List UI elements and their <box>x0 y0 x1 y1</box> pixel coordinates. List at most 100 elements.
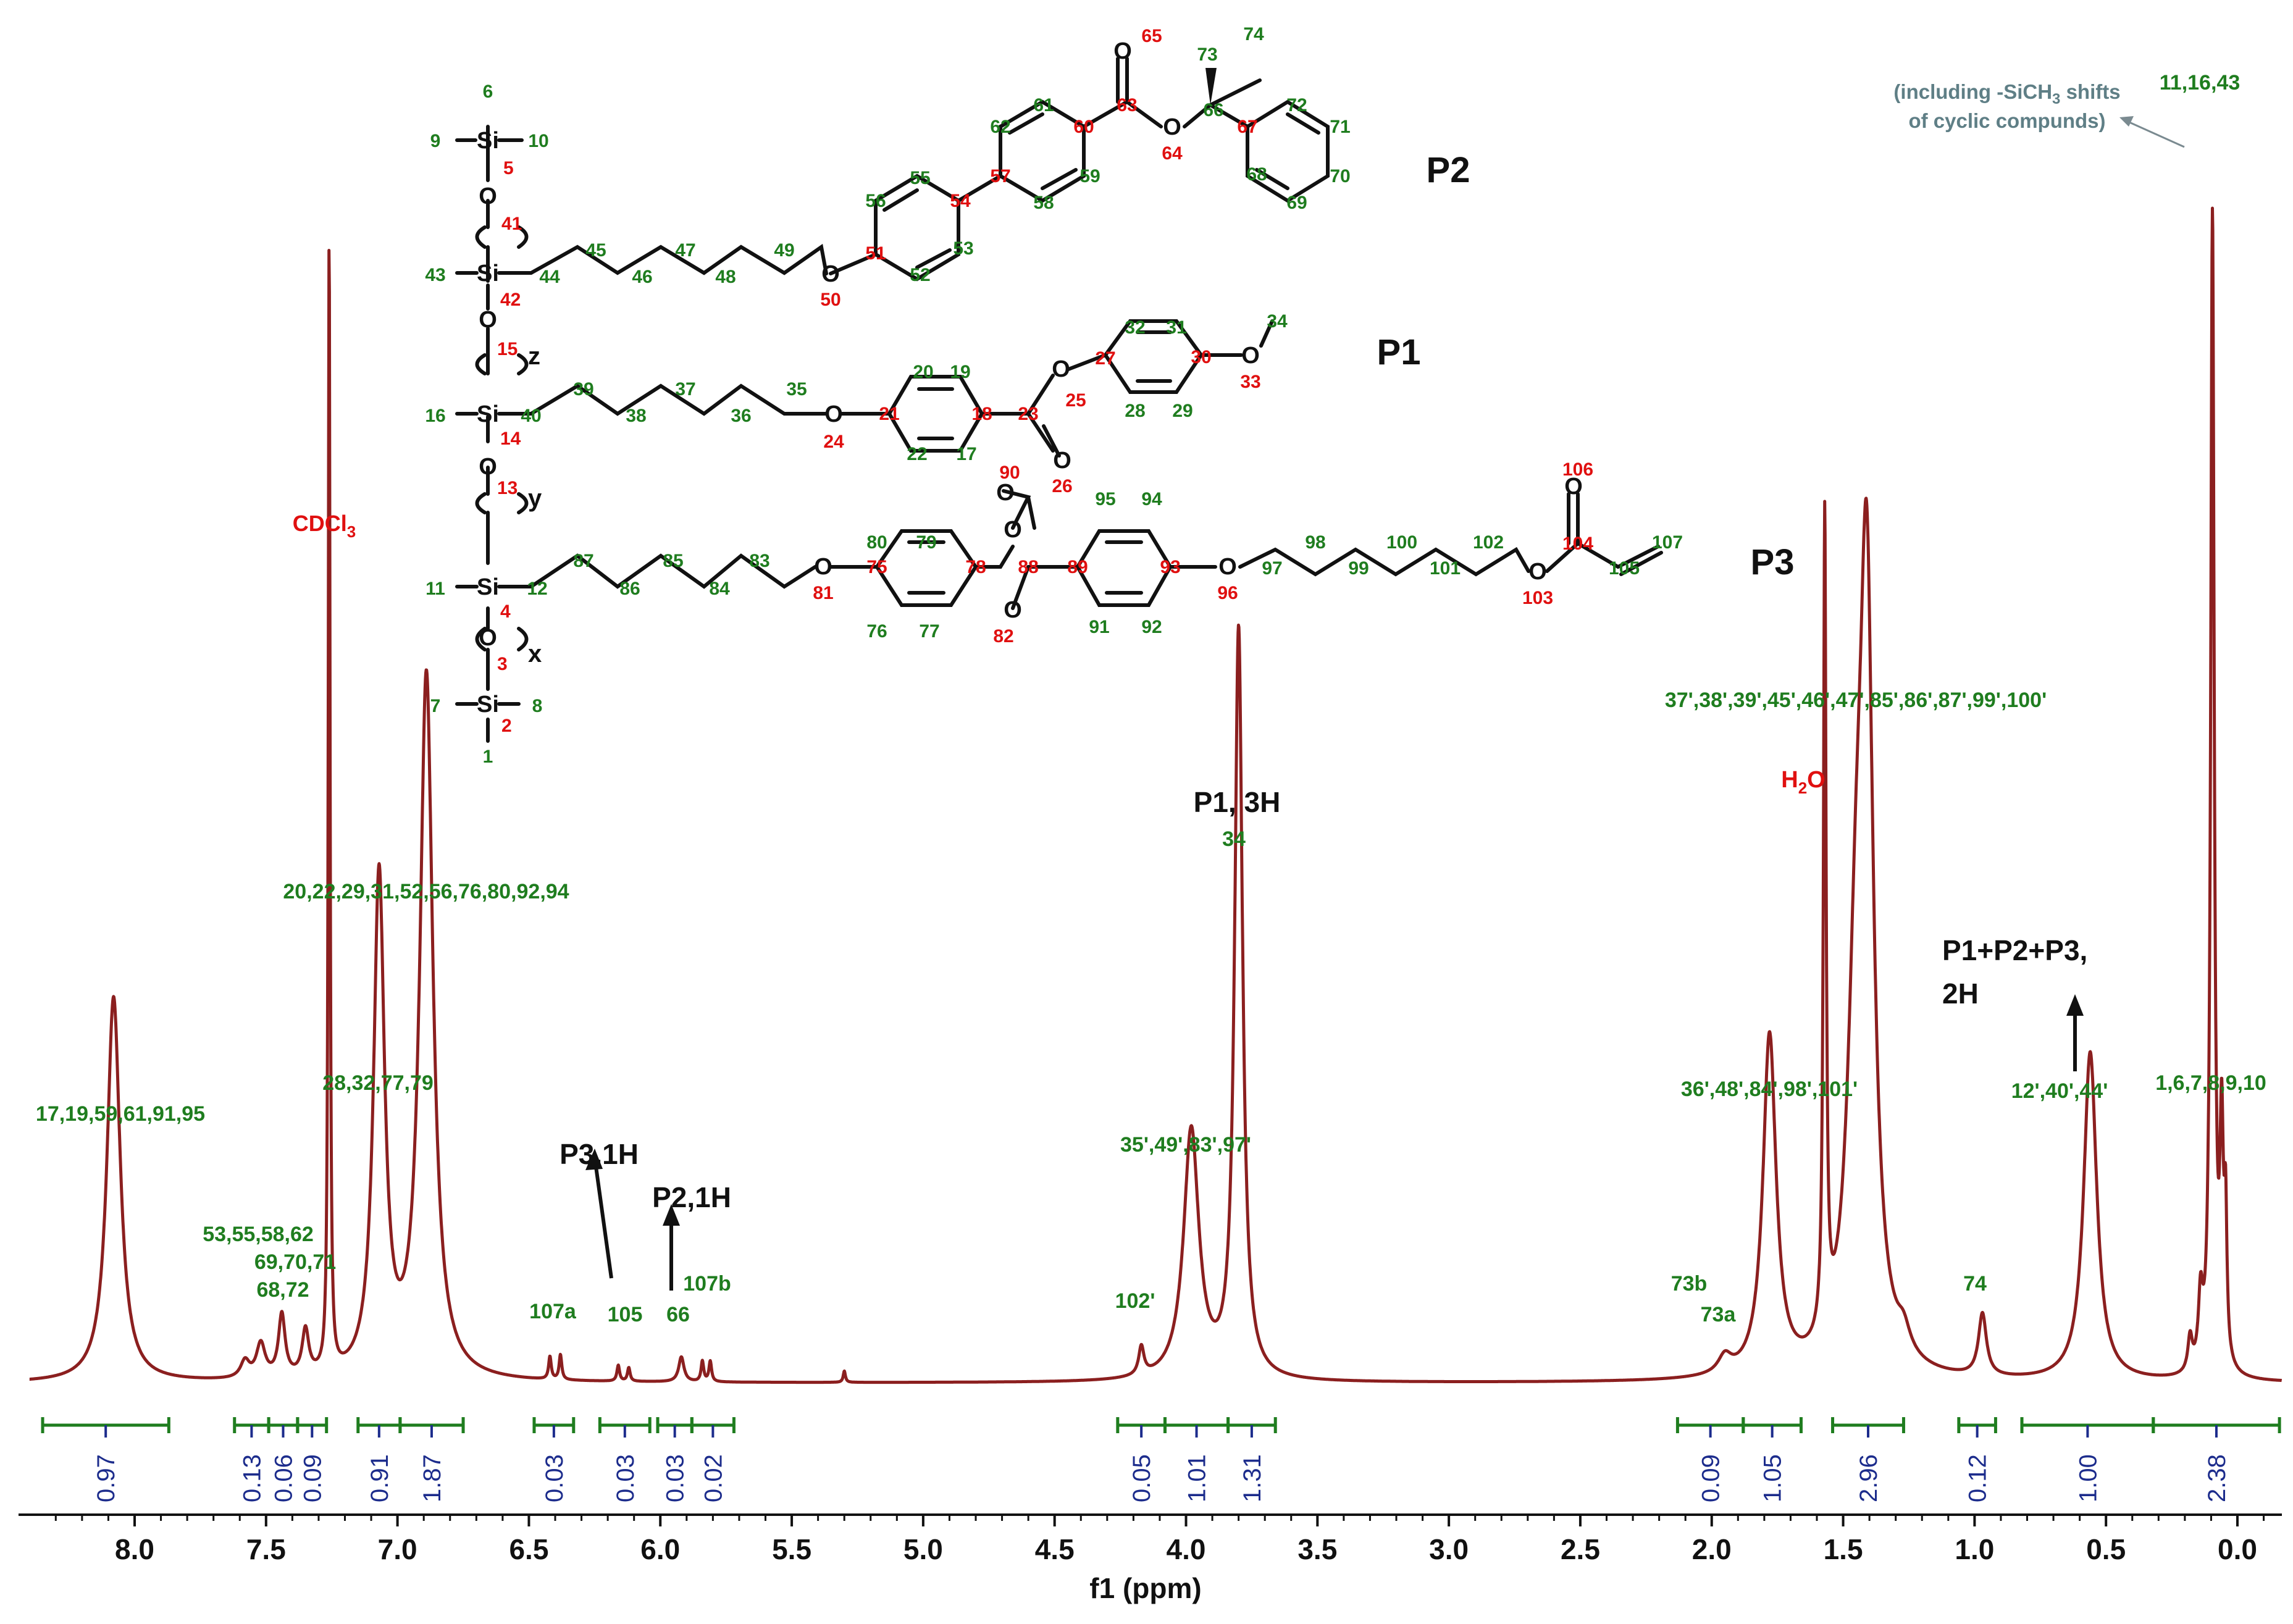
svg-text:52: 52 <box>910 265 930 285</box>
svg-text:58: 58 <box>1033 193 1054 213</box>
svg-text:O: O <box>814 554 832 580</box>
svg-text:z: z <box>528 343 540 370</box>
x-tick-label: 0.0 <box>2218 1533 2257 1565</box>
label-P2: P2 <box>1427 150 1470 190</box>
label-102p: 102' <box>1115 1289 1155 1313</box>
svg-text:86: 86 <box>619 579 640 599</box>
svg-text:26: 26 <box>1052 476 1072 496</box>
svg-text:78: 78 <box>965 557 986 577</box>
integral-value: 0.12 <box>1964 1454 1992 1502</box>
svg-text:Si: Si <box>477 261 499 287</box>
p2-1h-label: P2,1H <box>652 1181 731 1213</box>
p123-arrow-head <box>2066 994 2084 1016</box>
integral-region: 0.12 <box>1957 1417 1997 1502</box>
svg-text:60: 60 <box>1073 117 1094 137</box>
x-tick-label: 2.5 <box>1561 1533 1600 1565</box>
p1-3h-label: P1, 3H <box>1194 786 1281 818</box>
aromatic-left-label: 17,19,59,61,91,95 <box>36 1102 205 1126</box>
svg-text:76: 76 <box>866 621 887 642</box>
integral-region: 1.01 <box>1163 1417 1230 1502</box>
svg-text:101: 101 <box>1430 558 1461 579</box>
integral-region: 2.38 <box>2152 1417 2281 1502</box>
svg-text:105: 105 <box>1609 558 1640 579</box>
svg-text:y: y <box>528 485 542 512</box>
integral-region: 0.91 <box>356 1417 402 1502</box>
svg-text:33: 33 <box>1240 372 1260 392</box>
svg-text:36: 36 <box>731 406 751 426</box>
note-arrow-head <box>2119 116 2134 127</box>
svg-text:77: 77 <box>919 621 939 642</box>
svg-text:79: 79 <box>916 532 936 553</box>
svg-text:80: 80 <box>866 532 887 553</box>
svg-text:O: O <box>1113 38 1132 64</box>
integral-value: 1.01 <box>1184 1454 1211 1502</box>
svg-text:73: 73 <box>1197 44 1217 65</box>
spectrum-trace <box>28 206 2283 1384</box>
svg-text:27: 27 <box>1095 348 1115 369</box>
svg-text:Si: Si <box>477 574 499 600</box>
svg-text:48: 48 <box>715 267 736 287</box>
label-sime: 1,6,7,8,9,10 <box>2155 1071 2266 1095</box>
svg-text:89: 89 <box>1067 557 1088 577</box>
integral-value: 0.02 <box>700 1454 727 1502</box>
svg-text:28: 28 <box>1125 401 1145 421</box>
svg-text:47: 47 <box>675 240 695 261</box>
integral-value: 1.00 <box>2074 1454 2102 1502</box>
integral-value: 0.09 <box>299 1454 326 1502</box>
label-sich2: 12',40',44' <box>2011 1079 2108 1103</box>
svg-text:25: 25 <box>1065 390 1086 411</box>
integral-value: 0.05 <box>1128 1454 1155 1502</box>
svg-text:50: 50 <box>820 290 840 310</box>
wedge-bond <box>1205 68 1217 105</box>
integral-region: 0.03 <box>656 1417 694 1502</box>
svg-text:Si: Si <box>477 401 499 427</box>
svg-text:Si: Si <box>477 128 499 154</box>
svg-text:O: O <box>479 625 497 651</box>
svg-text:68: 68 <box>1246 164 1267 185</box>
svg-text:92: 92 <box>1141 617 1162 637</box>
x-tick-label: 4.0 <box>1167 1533 1206 1565</box>
svg-text:O: O <box>824 401 843 427</box>
svg-text:49: 49 <box>774 240 794 261</box>
label-66: 66 <box>666 1303 690 1326</box>
integral-region: 1.00 <box>2020 1417 2155 1502</box>
label-P1: P1 <box>1377 332 1421 372</box>
integral-value: 0.03 <box>541 1454 568 1502</box>
svg-text:67: 67 <box>1237 117 1257 137</box>
svg-text:40: 40 <box>521 406 541 426</box>
integral-value: 1.05 <box>1759 1454 1787 1502</box>
svg-text:96: 96 <box>1217 583 1238 603</box>
svg-text:91: 91 <box>1089 617 1109 637</box>
svg-text:7: 7 <box>430 696 441 716</box>
svg-text:O: O <box>1004 597 1022 623</box>
integral-region: 0.97 <box>41 1417 170 1502</box>
svg-text:53: 53 <box>953 238 973 259</box>
svg-text:37: 37 <box>675 379 695 400</box>
x-tick-label: 7.0 <box>378 1533 417 1565</box>
svg-text:51: 51 <box>865 243 886 264</box>
svg-text:56: 56 <box>865 191 886 211</box>
svg-text:64: 64 <box>1162 143 1183 164</box>
svg-text:62: 62 <box>990 117 1010 137</box>
label-34: 34 <box>1222 827 1246 851</box>
svg-text:93: 93 <box>1160 557 1180 577</box>
svg-text:61: 61 <box>1033 95 1054 115</box>
svg-text:100: 100 <box>1386 532 1417 553</box>
p3-arrow-head <box>585 1149 603 1170</box>
svg-text:14: 14 <box>500 429 521 449</box>
aromatic-b-label: 69,70,71 <box>254 1250 336 1274</box>
svg-text:90: 90 <box>999 463 1020 483</box>
svg-text:88: 88 <box>1018 557 1038 577</box>
svg-text:23: 23 <box>1018 404 1038 424</box>
svg-text:106: 106 <box>1562 459 1593 480</box>
svg-text:29: 29 <box>1172 401 1193 421</box>
svg-text:12: 12 <box>527 579 547 599</box>
note-arrow <box>2129 121 2185 148</box>
svg-text:85: 85 <box>663 551 683 571</box>
svg-text:66: 66 <box>1203 100 1223 120</box>
svg-text:99: 99 <box>1348 558 1369 579</box>
svg-text:10: 10 <box>528 131 548 151</box>
svg-text:32: 32 <box>1125 317 1145 338</box>
